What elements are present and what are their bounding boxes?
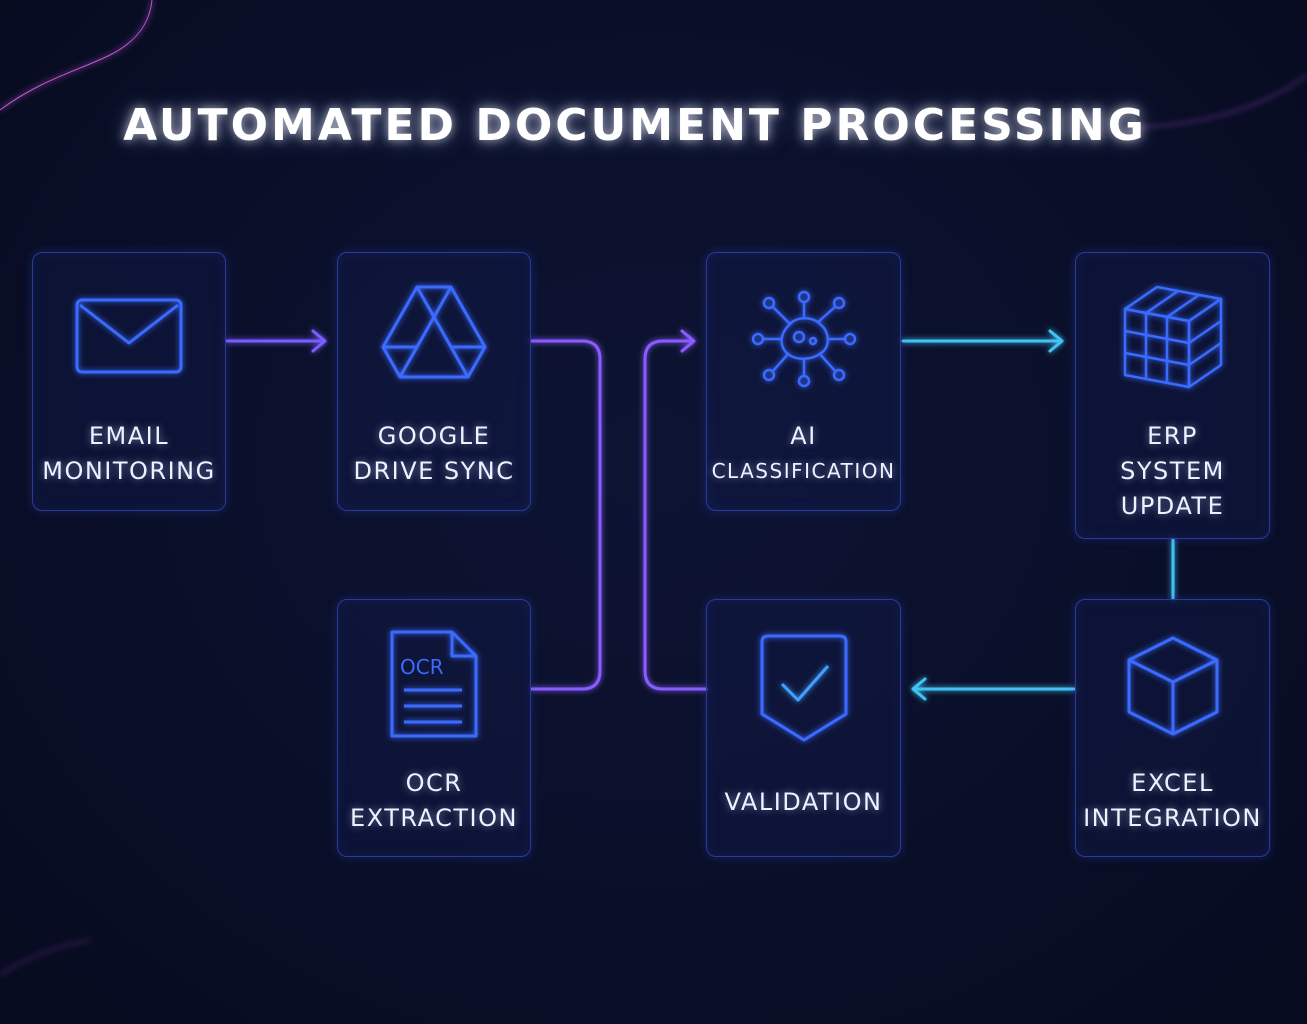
google-drive-icon xyxy=(338,283,530,383)
node-excel-integration[interactable]: EXCEL INTEGRATION xyxy=(1075,599,1270,857)
arrow-excel-to-validation xyxy=(911,677,1076,701)
node-label: AI CLASSIFICATION xyxy=(711,422,896,483)
node-label: EXCEL INTEGRATION xyxy=(1083,769,1262,832)
neural-network-icon xyxy=(707,290,900,388)
node-ocr-extraction[interactable]: OCR OCR EXTRACTION xyxy=(337,599,531,857)
node-label: EMAIL MONITORING xyxy=(42,422,216,485)
arrow-validation-to-ai xyxy=(643,329,708,691)
svg-text:OCR: OCR xyxy=(400,655,444,679)
ocr-document-icon: OCR xyxy=(338,628,530,740)
node-label: OCR EXTRACTION xyxy=(350,769,518,832)
node-label: GOOGLE DRIVE SYNC xyxy=(353,422,515,485)
connector-drive-ocr xyxy=(530,339,602,691)
arrow-ai-to-erp xyxy=(901,329,1064,353)
cube-icon xyxy=(1076,634,1269,738)
node-google-drive-sync[interactable]: GOOGLE DRIVE SYNC xyxy=(337,252,531,511)
node-email-monitoring[interactable]: EMAIL MONITORING xyxy=(32,252,226,511)
node-label: ERP SYSTEM UPDATE xyxy=(1120,422,1225,520)
node-validation[interactable]: VALIDATION xyxy=(706,599,901,857)
arrow-email-to-drive xyxy=(225,329,327,353)
node-ai-classification[interactable]: AI CLASSIFICATION xyxy=(706,252,901,511)
shield-check-icon xyxy=(707,632,900,744)
envelope-icon xyxy=(33,297,225,377)
node-label: VALIDATION xyxy=(724,788,883,816)
grid-cube-icon xyxy=(1076,283,1269,393)
diagram-title: AUTOMATED DOCUMENT PROCESSING xyxy=(123,100,1147,151)
node-erp-system-update[interactable]: ERP SYSTEM UPDATE xyxy=(1075,252,1270,539)
